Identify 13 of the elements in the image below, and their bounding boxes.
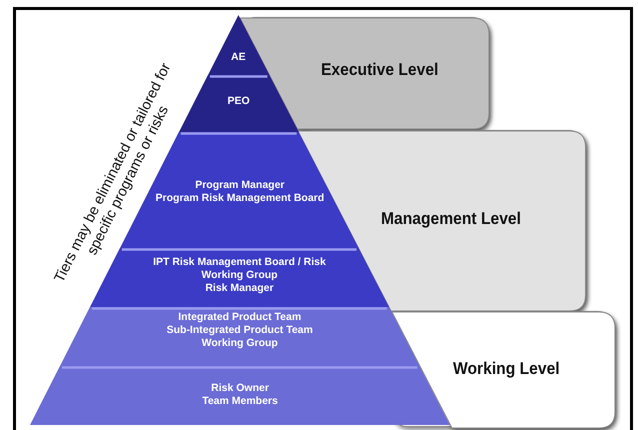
tier-label: Integrated Product Team <box>177 311 302 324</box>
level-label: Executive Level <box>320 60 438 80</box>
tier-label: Working Group <box>200 337 279 350</box>
tier-label: PEO <box>226 95 251 108</box>
tier-label: Risk Manager <box>204 282 275 295</box>
level-label: Working Level <box>452 359 560 379</box>
tier-label: Sub-Integrated Product Team <box>166 324 314 337</box>
tier-label: AE <box>230 51 247 64</box>
level-label: Management Level <box>380 209 521 229</box>
tier-label: Risk Owner <box>210 382 270 395</box>
tier-label: IPT Risk Management Board / Risk Working Group <box>152 256 327 282</box>
tier-label: Program Risk Management Board <box>154 192 326 205</box>
tier-label: Team Members <box>201 395 279 408</box>
